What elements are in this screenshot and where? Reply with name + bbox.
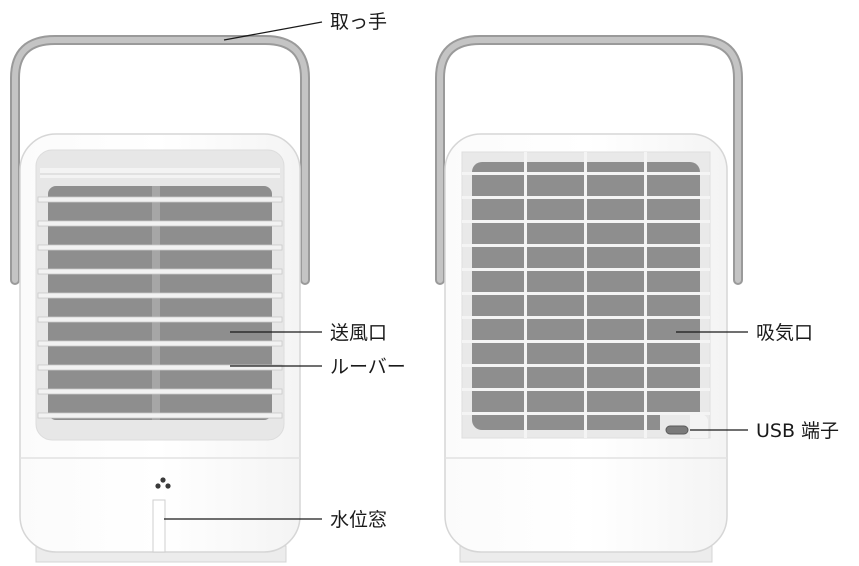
water-drops-icon <box>155 477 171 489</box>
louver-slat <box>37 292 283 299</box>
label-air-outlet: 送風口 <box>330 322 387 344</box>
leader-handle <box>223 21 323 41</box>
louver-slat <box>37 412 283 419</box>
leader-lines <box>164 21 748 520</box>
intake-grid-post <box>644 152 647 438</box>
air-outlet-center-divider <box>152 186 160 420</box>
louver-slat <box>37 268 283 275</box>
label-water-window: 水位窓 <box>330 509 387 531</box>
louver-slat <box>37 364 283 371</box>
intake-grid-post <box>524 152 527 438</box>
water-level-window <box>152 499 166 553</box>
label-handle: 取っ手 <box>330 11 387 33</box>
intake-grid-post <box>584 152 587 438</box>
louver-slat <box>37 388 283 395</box>
louver-slat <box>37 244 283 251</box>
back-unit <box>435 35 743 563</box>
louver-slat <box>37 316 283 323</box>
label-air-intake: 吸気口 <box>756 322 813 344</box>
usb-port <box>665 425 689 435</box>
front-unit <box>10 35 310 563</box>
air-intake-grid <box>462 152 710 438</box>
louver-slat <box>37 196 283 203</box>
louver-slat <box>37 340 283 347</box>
louver-slat <box>37 220 283 227</box>
label-usb-port: USB 端子 <box>756 420 839 442</box>
label-louver: ルーバー <box>330 356 406 378</box>
louver-group <box>37 196 283 419</box>
